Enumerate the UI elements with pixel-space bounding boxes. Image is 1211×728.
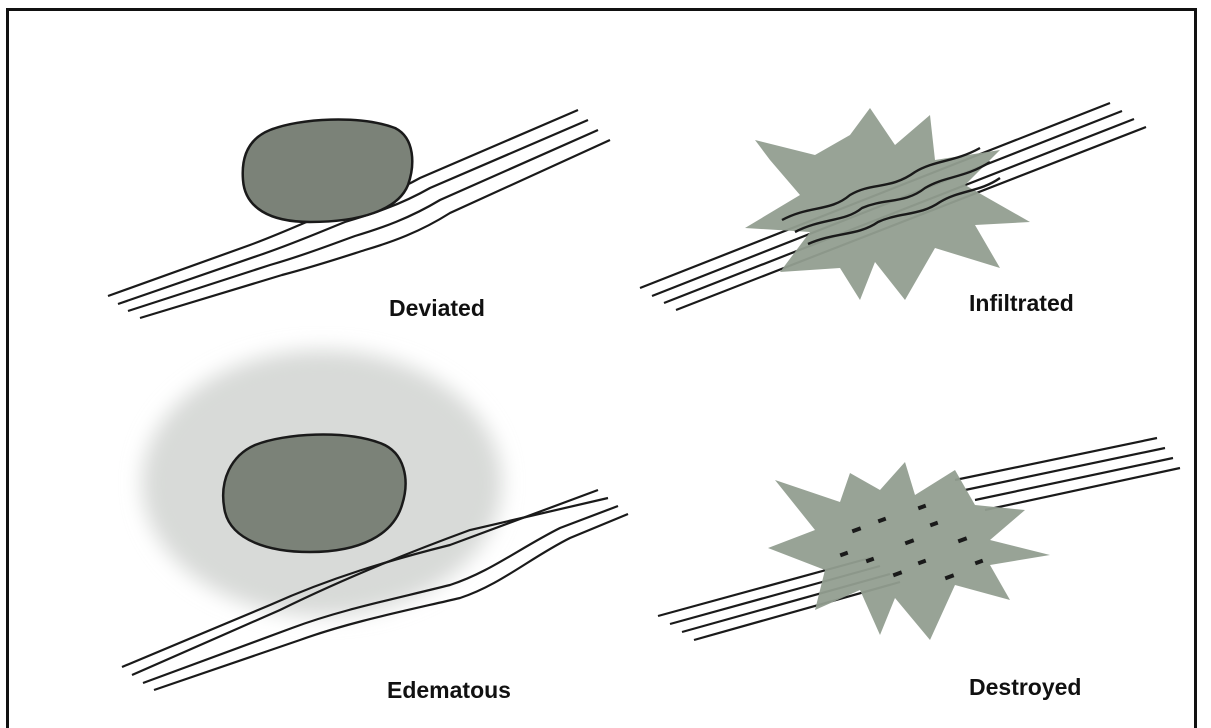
- mass-deviated: [243, 120, 413, 222]
- label-deviated: Deviated: [389, 295, 485, 322]
- label-infiltrated: Infiltrated: [969, 290, 1074, 317]
- label-destroyed: Destroyed: [969, 674, 1081, 701]
- mass-edematous: [223, 435, 405, 552]
- panel-deviated: [108, 110, 610, 318]
- panel-infiltrated: [640, 103, 1146, 310]
- panel-destroyed: [658, 438, 1180, 640]
- panel-edematous: [122, 350, 628, 690]
- tumor-infiltrated: [745, 108, 1030, 300]
- label-edematous: Edematous: [387, 677, 511, 704]
- tumor-destroyed: [768, 462, 1050, 640]
